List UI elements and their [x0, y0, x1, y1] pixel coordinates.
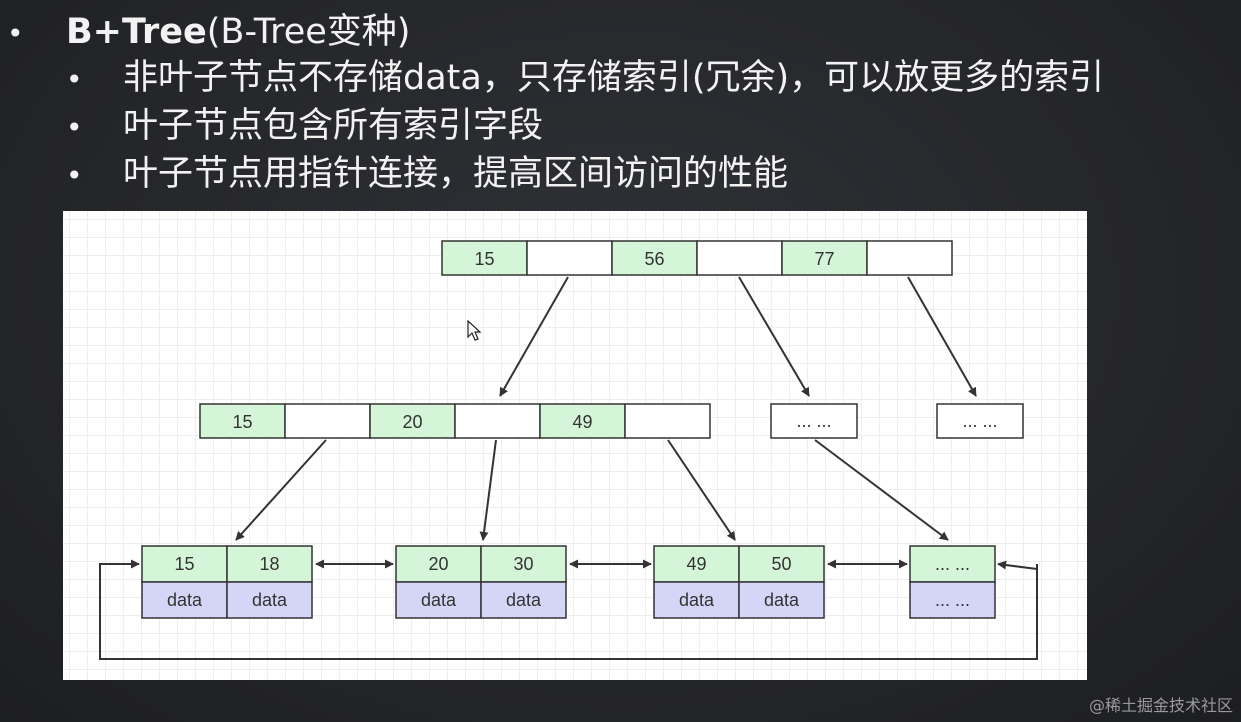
key-label: 15 — [474, 249, 494, 269]
leaf-node: 20 30 data data — [395, 545, 567, 619]
edge-arrow — [479, 439, 497, 541]
bullet-dot: • — [66, 159, 83, 192]
leaf-data-label: data — [506, 590, 542, 610]
ellipsis-node: ... ... — [936, 403, 1024, 439]
ellipsis-label: ... ... — [962, 411, 997, 431]
key-cell — [611, 240, 698, 276]
leaf-data-label: data — [679, 590, 715, 610]
edge-arrow — [738, 276, 810, 397]
key-label: 77 — [814, 249, 834, 269]
leaf-data-cell — [653, 581, 740, 619]
edges-layer — [99, 276, 1038, 660]
pointer-cell — [696, 240, 783, 276]
leaf-key-cell — [738, 545, 825, 583]
leaf-data-label: data — [764, 590, 800, 610]
key-cell — [369, 403, 456, 439]
key-label: 49 — [572, 412, 592, 432]
leaf-node: 49 50 data data — [653, 545, 825, 619]
bullet-item: 非叶子节点不存储data，只存储索引(冗余)，可以放更多的索引 — [123, 58, 1105, 98]
edge-arrow — [235, 439, 327, 541]
leaf-key-label: 15 — [174, 554, 194, 574]
pointer-cell — [526, 240, 613, 276]
edge-arrow — [667, 439, 736, 541]
slide-title: B+Tree(B-Tree变种) — [66, 10, 410, 54]
leaf-key-label: 18 — [259, 554, 279, 574]
leaf-key-label: 30 — [513, 554, 533, 574]
leaf-key-cell — [653, 545, 740, 583]
leaf-key-label: 50 — [771, 554, 791, 574]
edge-arrow — [907, 276, 977, 397]
leaf-data-cell — [480, 581, 567, 619]
leaf-data-label: data — [252, 590, 288, 610]
title-bold: B+Tree — [66, 12, 207, 52]
root-node: 15 56 77 — [441, 240, 953, 276]
ellipsis-cell — [936, 403, 1024, 439]
leaf-data-cell — [738, 581, 825, 619]
key-label: 15 — [232, 412, 252, 432]
pointer-cell — [284, 403, 371, 439]
edge-arrow — [814, 439, 949, 541]
leaf-data-cell — [909, 581, 996, 619]
leaf-key-label: 20 — [428, 554, 448, 574]
leaf-key-cell — [909, 545, 996, 583]
bullet-dot: • — [7, 17, 24, 50]
bullet-dot: • — [66, 63, 83, 96]
ellipsis-node: ... ... — [770, 403, 858, 439]
leaf-data-cell — [395, 581, 482, 619]
leaf-key-label: 49 — [686, 554, 706, 574]
pointer-cell — [454, 403, 541, 439]
edge-arrow — [499, 276, 569, 397]
bullet-dot: • — [66, 111, 83, 144]
leaf-loop-arrow — [99, 559, 1038, 660]
leaf-data-label: ... ... — [935, 590, 970, 610]
leaf-data-label: data — [421, 590, 457, 610]
key-label: 20 — [402, 412, 422, 432]
ellipsis-label: ... ... — [796, 411, 831, 431]
key-cell — [539, 403, 626, 439]
mouse-cursor-icon — [467, 319, 482, 341]
leaf-data-label: data — [167, 590, 203, 610]
pointer-cell — [624, 403, 711, 439]
title-rest: (B-Tree变种) — [206, 12, 411, 52]
internal-node: 15 20 49 — [199, 403, 711, 439]
leaf-key-label: ... ... — [935, 554, 970, 574]
bullet-item: 叶子节点包含所有索引字段 — [123, 106, 544, 146]
bullet-item: 叶子节点用指针连接，提高区间访问的性能 — [123, 154, 789, 194]
watermark: @稀土掘金技术社区 — [1088, 696, 1233, 715]
key-cell — [199, 403, 286, 439]
leaf-data-cell — [226, 581, 313, 619]
leaf-data-cell — [141, 581, 228, 619]
key-label: 56 — [644, 249, 664, 269]
pointer-cell — [866, 240, 953, 276]
leaf-link-arrow — [997, 560, 1038, 570]
leaf-node: ... ... ... ... — [909, 545, 996, 619]
ellipsis-cell — [770, 403, 858, 439]
key-cell — [441, 240, 528, 276]
leaf-node: 15 18 data data — [141, 545, 313, 619]
leaf-key-cell — [480, 545, 567, 583]
